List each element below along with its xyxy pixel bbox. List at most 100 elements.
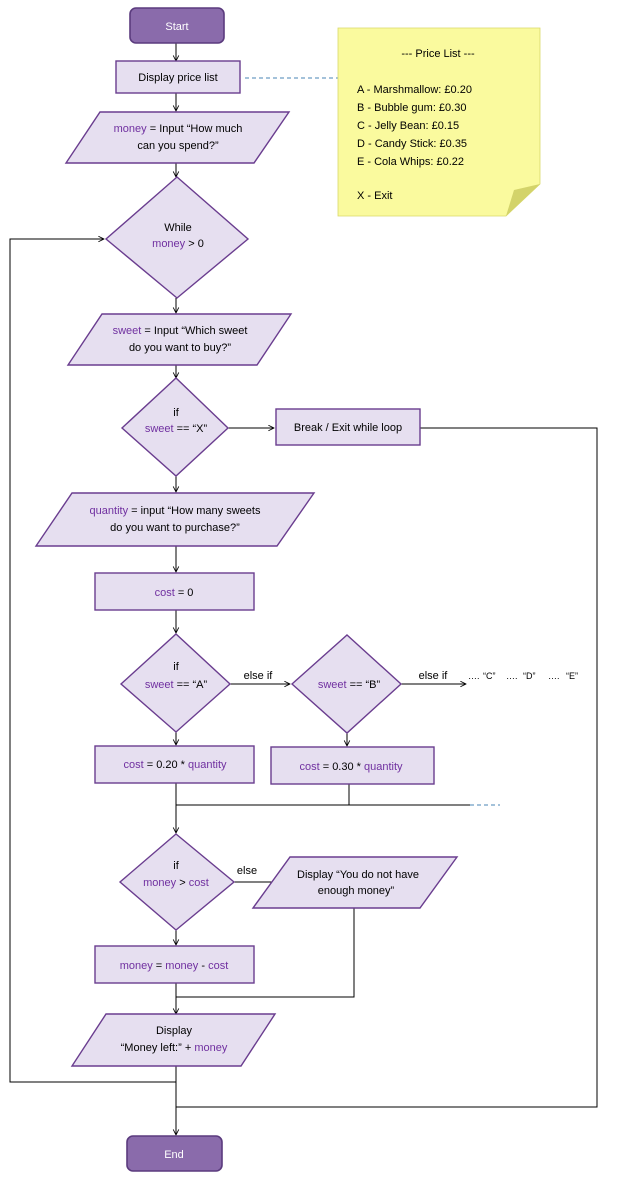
while-line1: While [164,222,192,234]
while-line2: money > 0 [152,238,204,250]
not-enough-line1: Display “You do not have [297,869,419,881]
input-sweet-var: sweet [113,325,142,337]
cost-b-shape [270,746,435,785]
input-quantity-node[interactable]: quantity = input “How many sweets do you… [34,492,316,547]
break-shape [275,408,421,446]
while-shape [104,176,250,299]
if-a-node[interactable]: if sweet == “A” [119,633,232,733]
else-if-label-1: else if [244,670,274,682]
if-exit-node[interactable]: if sweet == “X” [120,377,230,477]
deduct-var3: cost [208,960,228,972]
deduct-label: money = money - cost [120,960,229,972]
price-item-d: D - Candy Stick: £0.35 [357,138,467,150]
display-price-list-label: Display price list [138,72,217,84]
input-quantity-var: quantity [90,505,129,517]
end-node[interactable]: End [126,1135,223,1172]
while-rest: > 0 [185,238,204,250]
input-money-var: money [114,123,148,135]
cost-zero-label: cost = 0 [155,587,194,599]
more-dots-2: …. [506,671,518,681]
if-b-rest: == “B” [347,679,381,691]
if-a-rest: == “A” [174,679,208,691]
display-left-node[interactable]: Display “Money left:” + money [70,1013,277,1067]
input-sweet-line2: do you want to buy?” [129,342,231,354]
deduct-mid: = [153,960,166,972]
deduct-var: money [120,960,154,972]
loop-back-arrow [9,239,177,1083]
if-exit-shape [120,377,230,477]
price-item-c: C - Jelly Bean: £0.15 [357,120,459,132]
display-left-shape [70,1013,277,1067]
cost-zero-node[interactable]: cost = 0 [94,572,255,611]
cost-b-var: cost [299,761,319,773]
display-left-text: “Money left:” + [121,1042,195,1054]
cost-a-node[interactable]: cost = 0.20 * quantity [94,745,255,784]
more-dots-1: …. [468,671,480,681]
input-quantity-shape [34,492,316,547]
input-sweet-shape [66,313,293,366]
input-sweet-node[interactable]: sweet = Input “Which sweet do you want t… [66,313,293,366]
else-if-label-2: else if [419,670,449,682]
input-money-node[interactable]: money = Input “How much can you spend?” [64,111,291,164]
if-money-node[interactable]: if money > cost [118,833,236,931]
start-shape [129,7,225,44]
end-shape [126,1135,223,1172]
input-money-line1: money = Input “How much [114,123,243,135]
cost-zero-shape [94,572,255,611]
cost-b-mid: = 0.30 * [320,761,364,773]
if-money-mid: > [176,877,189,889]
price-item-e: E - Cola Whips: £0.22 [357,156,464,168]
if-b-shape [290,634,403,734]
while-node[interactable]: While money > 0 [104,176,250,299]
if-b-node[interactable]: sweet == “B” [290,634,403,734]
more-case-e: “E” [566,671,578,681]
not-enough-line2: enough money” [318,885,395,897]
if-exit-kw: if [173,407,179,419]
if-exit-cond: sweet == “X” [145,423,208,435]
input-money-shape [64,111,291,164]
break-node[interactable]: Break / Exit while loop [275,408,421,446]
display-left-var: money [194,1042,228,1054]
input-quantity-line2: do you want to purchase?” [110,522,240,534]
more-dots-3: …. [548,671,560,681]
input-quantity-text1: = input “How many sweets [128,505,261,517]
input-sweet-line1: sweet = Input “Which sweet [113,325,248,337]
if-money-var2: cost [189,877,209,889]
display-price-list-node[interactable]: Display price list [115,60,241,94]
price-item-a: A - Marshmallow: £0.20 [357,84,472,96]
cost-b-var2: quantity [364,761,403,773]
start-label: Start [165,21,188,33]
cost-b-label: cost = 0.30 * quantity [299,761,403,773]
if-money-shape [118,833,236,931]
input-money-line2: can you spend?” [137,140,219,152]
note-fold [506,184,540,216]
display-left-line2: “Money left:” + money [121,1042,228,1054]
more-cases: …. “C” …. “D” …. “E” [468,671,578,681]
start-node[interactable]: Start [129,7,225,44]
price-list-note: --- Price List --- A - Marshmallow: £0.2… [337,27,541,217]
input-quantity-line1: quantity = input “How many sweets [90,505,261,517]
deduct-shape [94,945,255,984]
input-money-text1: = Input “How much [147,123,243,135]
more-case-d: “D” [523,671,536,681]
price-item-exit: X - Exit [357,190,392,202]
cost-b-node[interactable]: cost = 0.30 * quantity [270,746,435,785]
break-label: Break / Exit while loop [294,422,402,434]
end-label: End [164,1149,184,1161]
else-label: else [237,865,257,877]
if-money-kw: if [173,860,179,872]
more-case-c: “C” [483,671,496,681]
cost-a-var2: quantity [188,759,227,771]
merge-cost-b [176,784,350,806]
if-a-kw: if [173,661,179,673]
if-b-var: sweet [318,679,347,691]
deduct-node[interactable]: money = money - cost [94,945,255,984]
if-exit-var: sweet [145,423,174,435]
if-money-var: money [143,877,177,889]
deduct-var2: money [165,960,199,972]
input-sweet-text1: = Input “Which sweet [141,325,247,337]
if-exit-rest: == “X” [174,423,208,435]
not-enough-shape [251,856,459,909]
not-enough-node[interactable]: Display “You do not have enough money” [251,856,459,909]
